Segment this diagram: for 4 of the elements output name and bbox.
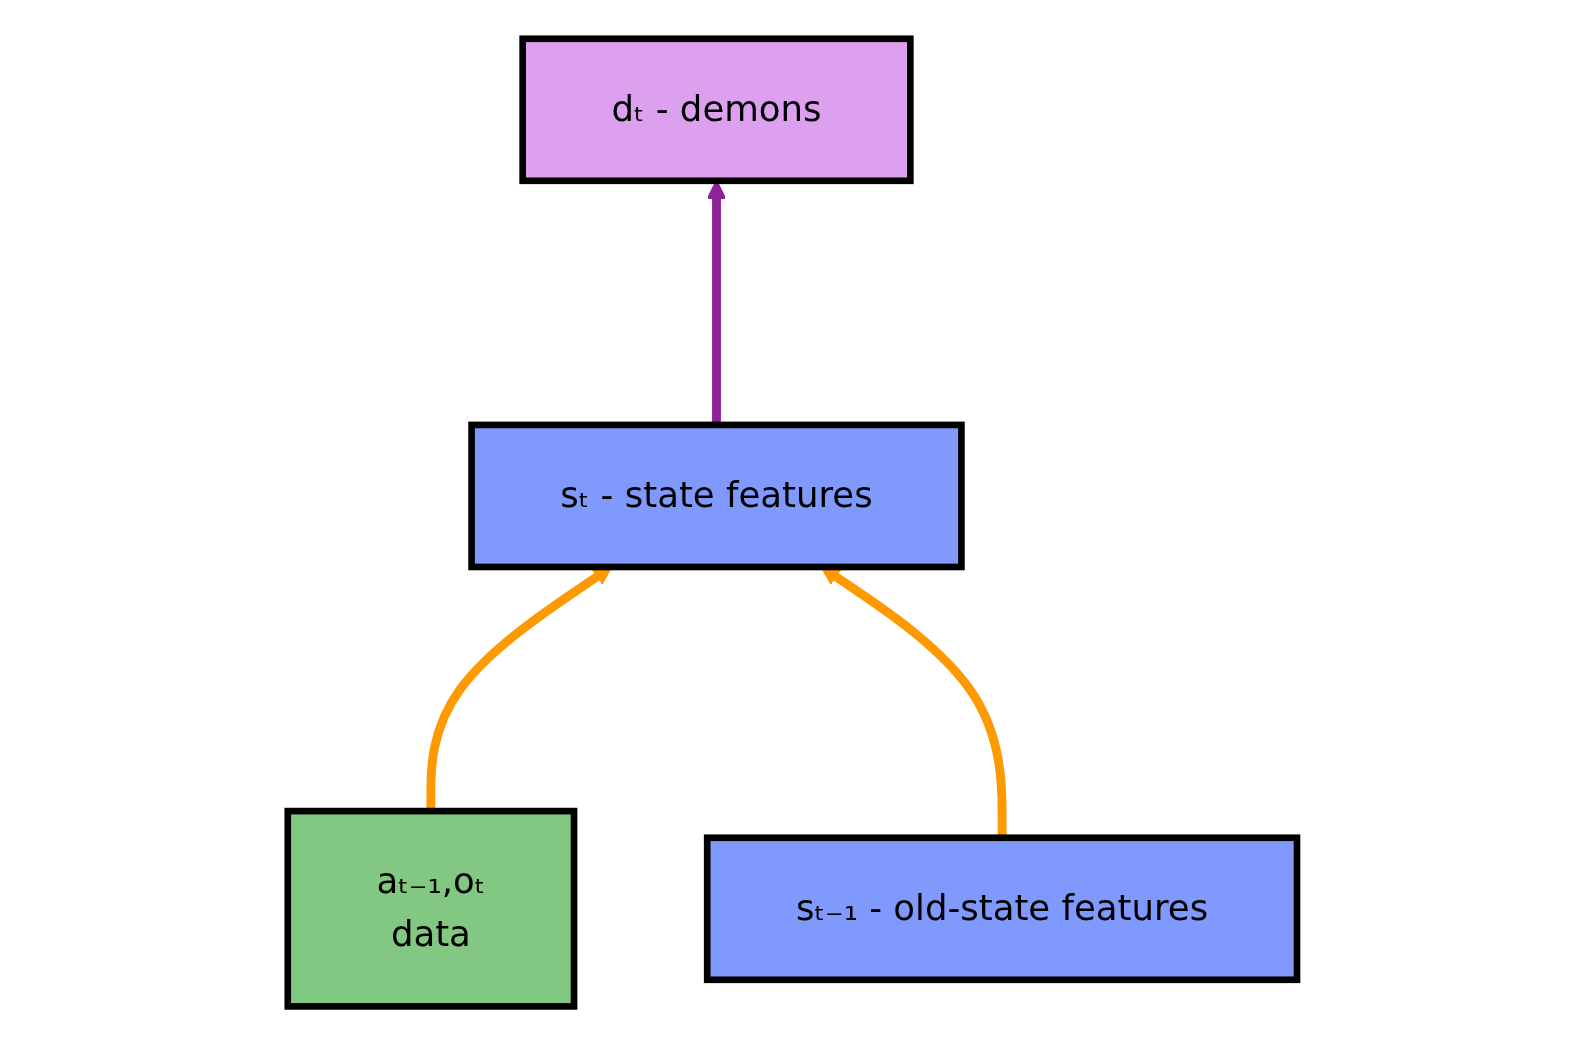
- node-box: sₜ₋₁ - old-state features: [703, 834, 1301, 984]
- node-box: sₜ - state features: [468, 421, 965, 571]
- node-box: aₜ₋₁,oₜ data: [284, 807, 578, 1010]
- node-box: dₜ - demons: [519, 35, 914, 185]
